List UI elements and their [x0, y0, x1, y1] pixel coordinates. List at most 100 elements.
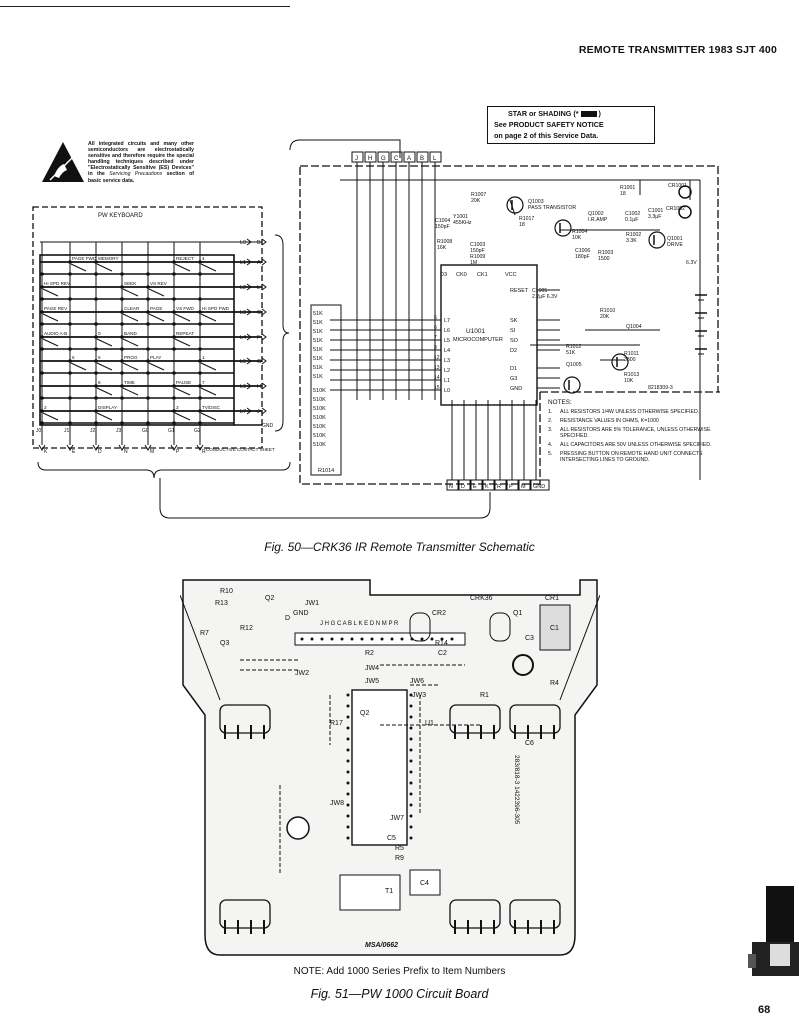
contact-pad [219, 704, 271, 734]
junction-dot [346, 737, 350, 741]
board-label-r5: R5 [395, 845, 404, 852]
note-item: 5.PRESSING BUTTON ON REMOTE HAND UNIT CO… [548, 451, 703, 463]
component-value: 51K [566, 350, 576, 356]
junction-dot [172, 260, 176, 264]
resistor-value: 51K [313, 356, 323, 362]
component-value: 0.1µF [625, 217, 638, 223]
component-ref: R1010 [600, 308, 615, 314]
junction-dot [409, 825, 413, 829]
wire [200, 387, 217, 396]
resistor-network-ref: R1014 [318, 468, 334, 474]
resistor-value: 510K [313, 433, 326, 439]
ic-pin-label: D2 [510, 348, 517, 354]
brace [274, 234, 290, 432]
resistor-value: 51K [313, 347, 323, 353]
component-value: 18 [620, 191, 626, 197]
junction-dot [94, 409, 98, 413]
junction-dot [198, 310, 202, 314]
connector-pin-label: P [509, 484, 513, 490]
row-label: L4 [240, 335, 246, 341]
ic-pin-label: L1 [444, 378, 450, 384]
board-label-c6: C6 [525, 740, 534, 747]
arrow-icon [246, 407, 267, 415]
junction-dot [409, 781, 413, 785]
wire [70, 362, 87, 371]
key-clear: CLEAR [124, 306, 140, 311]
junction-dot [198, 297, 202, 301]
junction-dot [120, 335, 124, 339]
junction-dot [340, 637, 344, 641]
resistor-value: 51K [313, 329, 323, 335]
component-ref: C1001 [648, 208, 663, 214]
resistor-value: 510K [313, 442, 326, 448]
ic-pin-label: L6 [444, 328, 450, 334]
gnd-label: GND [262, 423, 274, 429]
junction-dot [198, 347, 202, 351]
esd-warning-icon [42, 142, 84, 182]
component-ref: C1006 [575, 248, 590, 254]
keyboard-title: PW KEYBOARD [98, 213, 143, 219]
ic-pin-label: D1 [510, 366, 517, 372]
component-ref: 6.3V [686, 260, 697, 266]
junction-dot [380, 637, 384, 641]
page-header: REMOTE TRANSMITTER 1983 SJT 400 [578, 44, 777, 56]
connector-pin-label: A [407, 156, 411, 162]
transistor-symbol [611, 353, 629, 371]
junction-dot [120, 285, 124, 289]
ic-pin-number: 6 [434, 325, 437, 331]
junction-dot [40, 310, 44, 314]
junction-dot [350, 637, 354, 641]
arrow-icon [144, 444, 152, 451]
col-label: G1 [168, 428, 175, 434]
wire [122, 288, 139, 297]
key-band: BAND [124, 331, 137, 336]
arrow-icon [118, 444, 126, 451]
ic-pin-label: SO [510, 338, 519, 344]
component-ref: R1002 [626, 232, 641, 238]
resistor-value: 510K [313, 415, 326, 421]
row-label: L7 [240, 409, 246, 415]
junction-dot [40, 409, 44, 413]
connector-strip [294, 632, 466, 646]
junction-dot [40, 371, 44, 375]
key-hi-spd-fwd: HI SPD FWD [202, 306, 230, 311]
contact-pad [219, 899, 271, 929]
ic-pin-label: SI [510, 328, 516, 334]
junction-dot [68, 396, 72, 400]
resistor-value: 51K [313, 311, 323, 317]
board-label-cr2: CR2 [432, 610, 446, 617]
resistor-value: 510K [313, 424, 326, 430]
row-label: L6 [240, 384, 246, 390]
board-label-r2: R2 [365, 650, 374, 657]
connector-pin-label: L [433, 156, 437, 162]
ic-pin-label: D3 [440, 272, 447, 278]
junction-dot [346, 704, 350, 708]
row-output: F [257, 335, 261, 341]
component-ref: Q1002 [588, 211, 604, 217]
junction-dot [346, 792, 350, 796]
ic-name: MICROCOMPUTER [453, 337, 503, 343]
ic-pin-label: VCC [505, 272, 517, 278]
component-value: 455KHz [453, 220, 472, 226]
junction-dot [409, 792, 413, 796]
junction-dot [68, 421, 72, 425]
ic-pin-label: L5 [444, 338, 450, 344]
ic-pin-label: G3 [510, 376, 517, 382]
board-label-jw2: JW2 [295, 670, 309, 677]
row-label: L5 [240, 359, 246, 365]
key-page: PAGE [150, 306, 162, 311]
junction-dot [146, 297, 150, 301]
key-7: 7 [202, 380, 205, 385]
component-ref: C1004 [435, 218, 450, 224]
note-item: 1.ALL RESISTORS 1/4W UNLESS OTHERWISE SP… [548, 409, 700, 415]
board-label-c4: C4 [420, 880, 429, 887]
component-value: 3300 [624, 357, 636, 363]
component-ref: R1017 [519, 216, 534, 222]
key-play: PLAY [150, 355, 161, 360]
junction-dot [172, 347, 176, 351]
component-ref: R1004 [572, 229, 587, 235]
wire [174, 313, 191, 322]
junction-dot [120, 347, 124, 351]
component-value: 20K [600, 314, 610, 320]
board-label-d: D [285, 615, 290, 622]
